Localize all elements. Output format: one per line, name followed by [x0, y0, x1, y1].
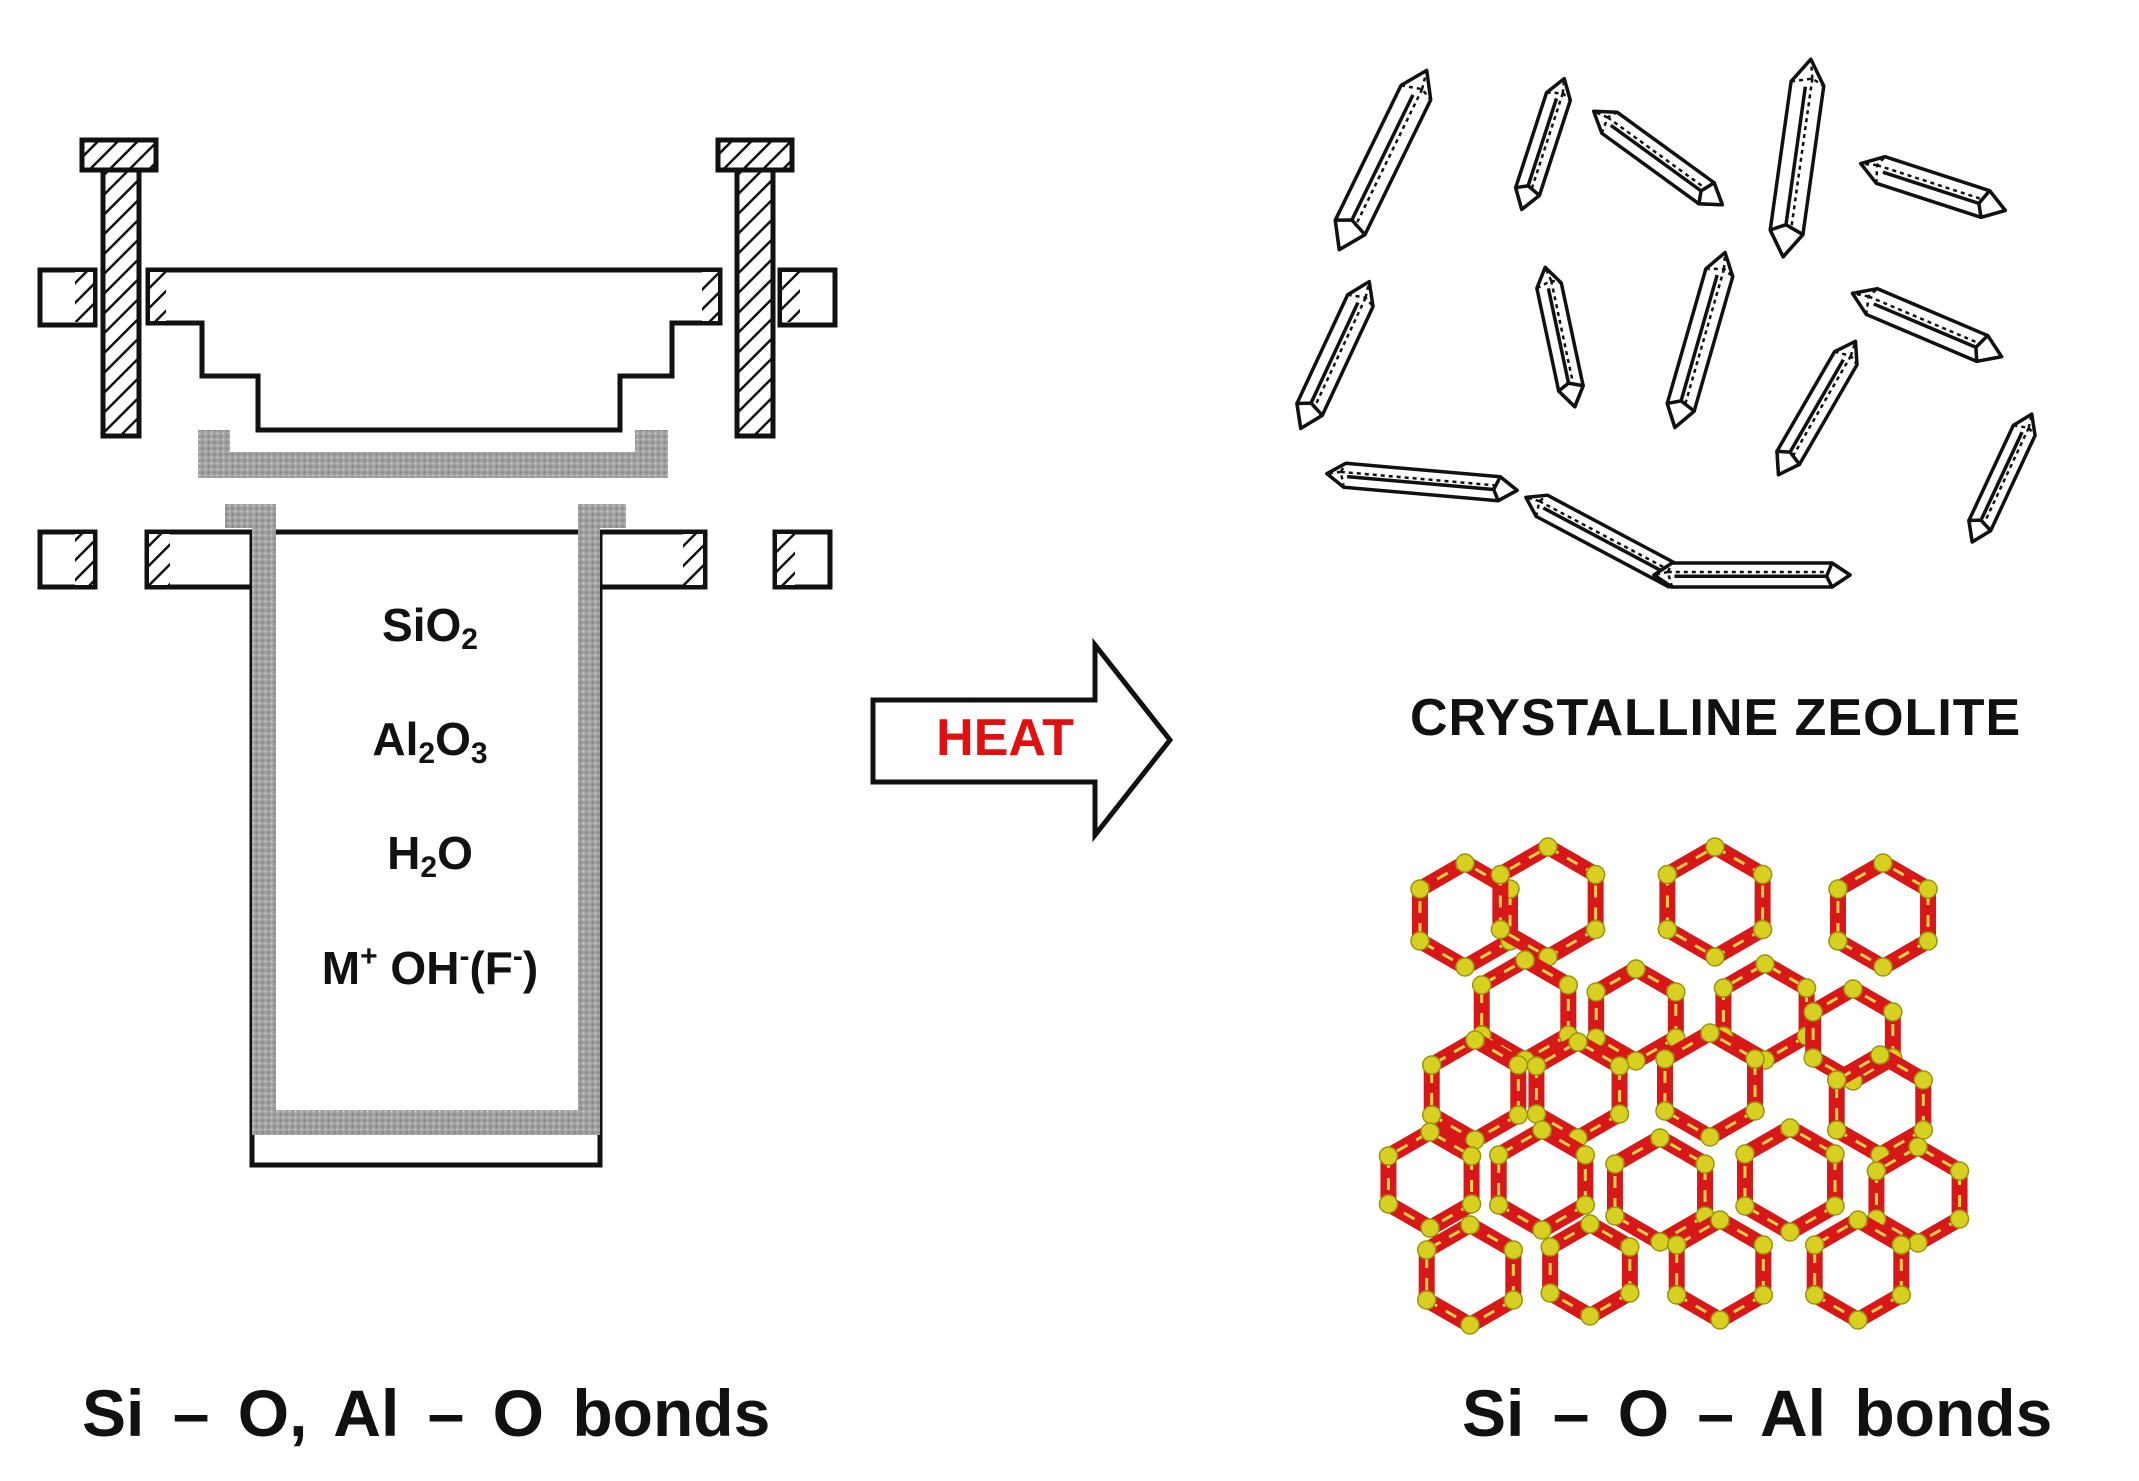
zeolite-framework-structure — [1378, 837, 1970, 1335]
framework-ring — [1421, 1030, 1529, 1150]
reactant-bonds-label: Si – O, Al – O bonds — [82, 1376, 771, 1450]
framework-ring — [1804, 1210, 1912, 1330]
zeolite-crystal — [1850, 286, 2004, 364]
framework-ring — [1378, 1122, 1482, 1238]
framework-ring — [1803, 979, 1903, 1091]
zeolite-crystal — [1535, 265, 1585, 409]
framework-ring — [1488, 1120, 1596, 1240]
heat-arrow — [870, 637, 1174, 843]
bolt-shaft-left — [100, 167, 142, 439]
bolt-head-right — [715, 137, 795, 173]
liner-cap — [198, 430, 668, 478]
framework-ring — [1735, 1118, 1845, 1242]
zeolite-crystal — [1768, 57, 1826, 259]
framework-ring — [1866, 1137, 1970, 1253]
zeolite-crystal — [1652, 561, 1852, 589]
zeolite-crystal — [1858, 154, 2008, 220]
reagent-al2o3: Al2O3 — [372, 713, 488, 770]
framework-ring — [1657, 837, 1773, 967]
product-bonds-label: Si – O – Al bonds — [1462, 1376, 2053, 1450]
zeolite-crystal — [1513, 76, 1573, 212]
zeolite-crystal — [1967, 412, 2037, 544]
autoclave-lid — [145, 267, 723, 433]
zeolite-crystals — [1295, 57, 2037, 589]
reagent-mineralizer: M+ OH-(F-) — [321, 940, 539, 994]
zeolite-crystal — [1333, 68, 1433, 252]
framework-ring — [1655, 1023, 1765, 1147]
zeolite-crystal — [1591, 109, 1725, 207]
zeolite-crystal — [1775, 339, 1859, 477]
framework-ring — [1410, 853, 1520, 977]
bolt-shaft-right — [734, 167, 776, 439]
framework-ring — [1828, 853, 1938, 977]
vessel-body — [249, 529, 603, 1168]
ptfe-liner — [198, 430, 668, 1135]
framework-ring — [1666, 1210, 1774, 1330]
heat-label: HEAT — [936, 709, 1074, 767]
framework-ring — [1416, 1215, 1524, 1335]
liner-cup — [225, 504, 626, 1135]
zeolite-crystal — [1295, 279, 1375, 431]
framework-ring — [1540, 1214, 1640, 1326]
crystalline-zeolite-caption: CRYSTALLINE ZEOLITE — [1410, 689, 2022, 747]
zeolite-crystal — [1665, 250, 1735, 430]
bolt-head-left — [79, 137, 159, 173]
zeolite-crystal — [1325, 461, 1519, 503]
reagent-sio2: SiO2 — [382, 599, 478, 656]
reagent-h2o: H2O — [387, 827, 473, 884]
autoclave — [37, 137, 838, 1168]
